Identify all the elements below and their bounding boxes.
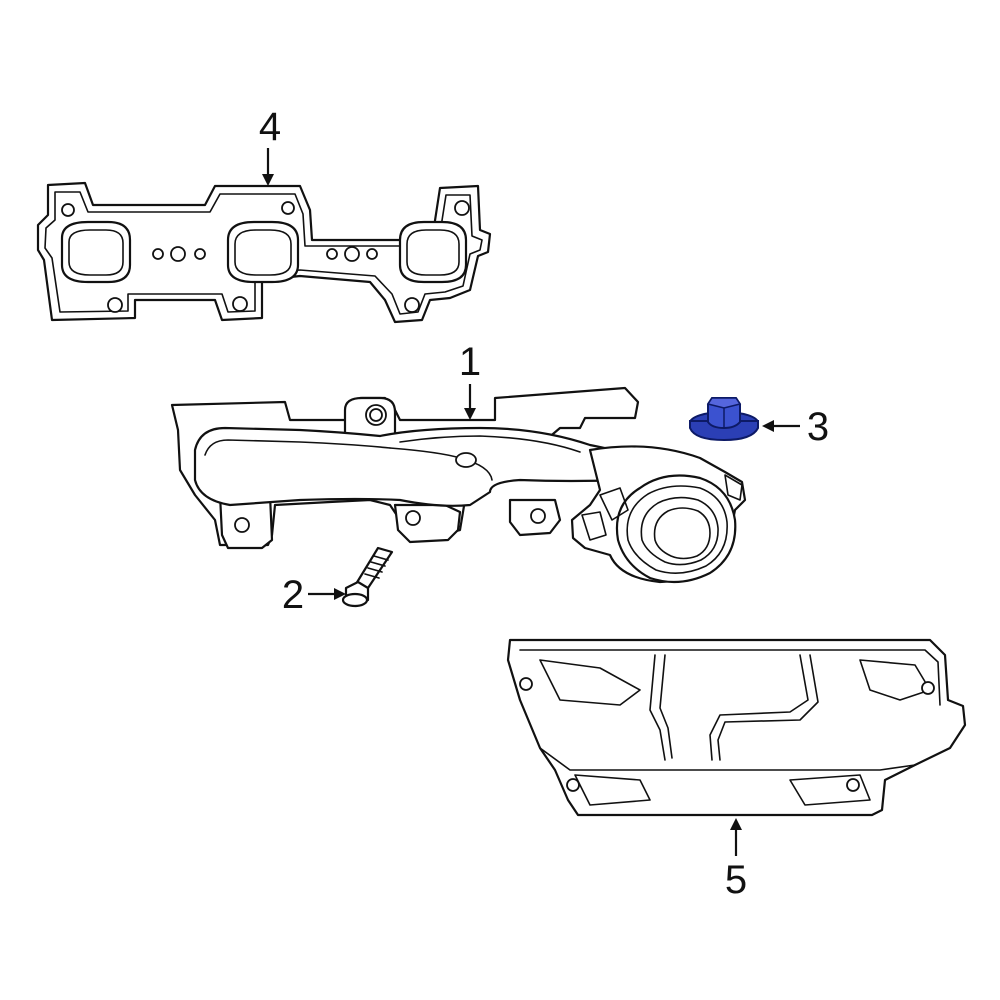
manifold-stud-nut[interactable]: [689, 397, 759, 442]
manifold-bolt[interactable]: [341, 546, 394, 608]
callout-label-1: 1: [459, 340, 481, 384]
callout-arrow-2: [308, 588, 346, 600]
callout-label-4: 4: [259, 105, 281, 149]
callout-arrow-4: [262, 148, 274, 186]
callout-label-3: 3: [807, 405, 829, 449]
heat-shield[interactable]: [506, 638, 967, 817]
callout-label-2: 2: [282, 573, 304, 617]
exhaust-manifold[interactable]: [170, 386, 747, 584]
callout-label-5: 5: [725, 858, 747, 902]
callout-arrow-5: [730, 818, 742, 856]
callout-arrow-3: [762, 420, 800, 432]
callout-arrow-1: [464, 384, 476, 420]
manifold-gasket[interactable]: [36, 181, 492, 324]
